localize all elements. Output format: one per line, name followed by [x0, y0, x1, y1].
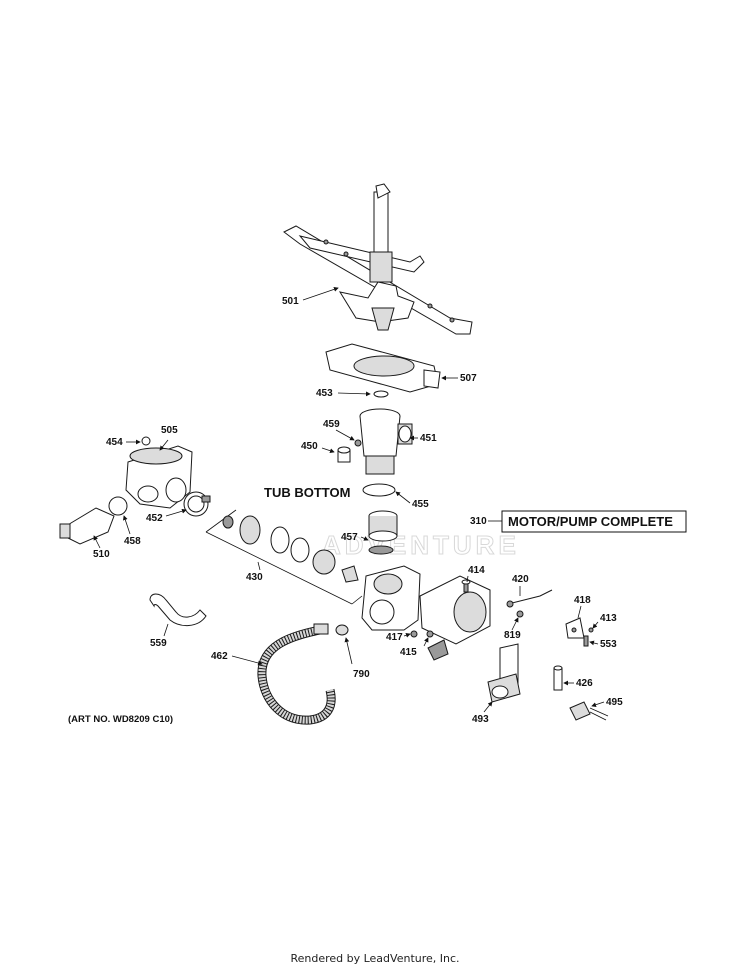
spray-arm-part-501[interactable]: [283, 183, 473, 335]
callout-457: 457: [341, 532, 358, 543]
manifold-part-507[interactable]: [325, 343, 441, 393]
clamp-part-790[interactable]: [335, 624, 349, 636]
footer-credit: Rendered by LeadVenture, Inc.: [290, 952, 460, 965]
callout-510: 510: [93, 549, 110, 560]
pump-tower-part-451[interactable]: [359, 408, 413, 475]
impeller-kit-part-430[interactable]: [205, 509, 363, 605]
callout-426: 426: [576, 678, 593, 689]
coupling-part-457[interactable]: [368, 510, 398, 555]
callout-454: 454: [106, 437, 123, 448]
tub-bottom-label: TUB BOTTOM: [264, 485, 350, 500]
drain-hose-part-462[interactable]: [257, 623, 336, 725]
callout-505: 505: [161, 425, 178, 436]
drain-hose-part-559[interactable]: [149, 593, 207, 626]
screw-part-459[interactable]: [354, 439, 362, 447]
motor-pump-complete-label: MOTOR/PUMP COMPLETE: [508, 514, 673, 529]
callout-430: 430: [246, 572, 263, 583]
pin-part-553[interactable]: [583, 635, 589, 647]
callout-553: 553: [600, 639, 617, 650]
harness-part-495[interactable]: [569, 701, 609, 721]
watermark-text: ADVENTURE: [322, 530, 520, 560]
callout-559: 559: [150, 638, 167, 649]
callout-790: 790: [353, 669, 370, 680]
callout-495: 495: [606, 697, 623, 708]
clamp-part-458[interactable]: [108, 496, 128, 516]
callout-493: 493: [472, 714, 489, 725]
gasket-part-455[interactable]: [362, 483, 396, 497]
screw-part-415[interactable]: [426, 630, 434, 638]
o-ring-part-453[interactable]: [373, 390, 389, 398]
wire-part-420[interactable]: [507, 589, 553, 605]
callout-459: 459: [323, 419, 340, 430]
callout-420: 420: [512, 574, 529, 585]
callout-455: 455: [412, 499, 429, 510]
callout-310: 310: [470, 516, 487, 527]
callout-417: 417: [386, 632, 403, 643]
callout-462: 462: [211, 651, 228, 662]
motor-pump-complete-box: [501, 510, 687, 533]
callout-507: 507: [460, 373, 477, 384]
callout-450: 450: [301, 441, 318, 452]
callout-451: 451: [420, 433, 437, 444]
callout-452: 452: [146, 513, 163, 524]
nut-part-413[interactable]: [588, 627, 594, 633]
screw-part-819[interactable]: [516, 610, 524, 618]
callout-415: 415: [400, 647, 417, 658]
bracket-part-418[interactable]: [565, 617, 585, 639]
ball-part-454[interactable]: [141, 436, 151, 446]
solenoid-part-493[interactable]: [487, 643, 521, 703]
motor[interactable]: [419, 575, 491, 661]
fitting-part-450[interactable]: [337, 446, 351, 463]
sump-housing-part-505[interactable]: [125, 445, 193, 509]
check-valve-part-510[interactable]: [59, 507, 115, 545]
art-number: (ART NO. WD8209 C10): [68, 714, 173, 725]
callout-501: 501: [282, 296, 299, 307]
callout-819: 819: [504, 630, 521, 641]
screw-part-414[interactable]: [461, 579, 471, 593]
pump-body[interactable]: [361, 565, 421, 631]
callout-413: 413: [600, 613, 617, 624]
screw-part-417[interactable]: [410, 630, 418, 638]
callout-418: 418: [574, 595, 591, 606]
callout-414: 414: [468, 565, 485, 576]
plunger-part-426[interactable]: [553, 665, 563, 691]
callout-458: 458: [124, 536, 141, 547]
callout-453: 453: [316, 388, 333, 399]
clamp-part-452[interactable]: [183, 491, 211, 517]
